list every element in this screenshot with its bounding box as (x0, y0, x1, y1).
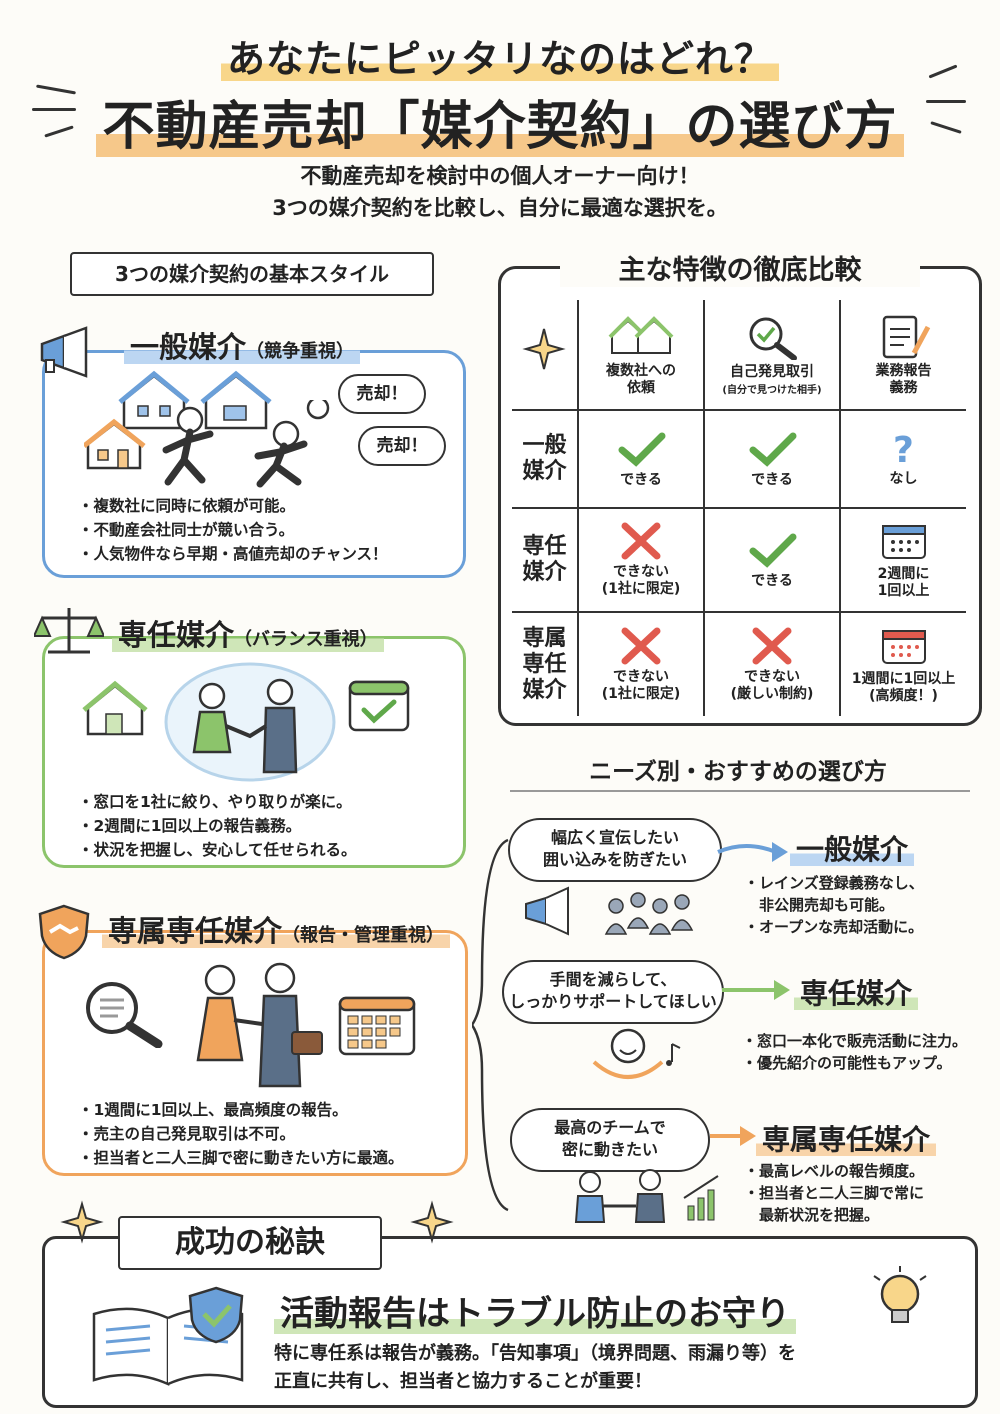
compare-row-dedicated: 専属 専任 媒介 できない (1社に限定) できない (厳しい制約) 1週間に1… (512, 611, 966, 716)
arrow-right-icon (717, 842, 788, 862)
compare-header-row: 複数社への 依頼 自己発見取引 (自分で見つけた相手) 業務報告 義務 (512, 300, 966, 411)
book-shield-icon (92, 1286, 244, 1386)
styles-ribbon: 3つの媒介契約の基本スタイル (70, 252, 434, 296)
cross-icon (621, 627, 661, 664)
need-result-2: 専任媒介 (794, 972, 919, 1012)
happy-person-icon (592, 1028, 681, 1079)
need-result-1: 一般媒介 (790, 828, 915, 868)
magnifier-check-icon (749, 317, 797, 361)
row-label: 専属 専任 媒介 (512, 611, 579, 716)
megaphone-crowd-icon (525, 886, 694, 936)
magnifier-icon (86, 982, 163, 1048)
row-label: 専任 媒介 (512, 507, 579, 613)
need-bubble-1: 幅広く宣伝したい 囲い込みを防ぎたい (508, 818, 722, 882)
handshake-dome-icon (164, 662, 336, 782)
exclusive-title: 専任媒介（バランス重視） (112, 612, 384, 654)
cell: 2週間に 1回以上 (839, 507, 966, 613)
general-title: 一般媒介（競争重視） (124, 324, 361, 366)
sparkle-icon (410, 1200, 454, 1244)
shout-bubble: 売却！ (338, 374, 426, 414)
check-icon (749, 533, 797, 568)
calendar-red-icon (881, 629, 926, 664)
exclusive-bullets: ・窓口を1社に絞り、やり取りが楽に。 ・2週間に1回以上の報告義務。 ・状況を把… (78, 793, 357, 859)
megaphone-icon (40, 326, 88, 378)
cell: 1週間に1回以上 (高頻度！) (839, 611, 966, 716)
check-icon (749, 432, 797, 467)
branch-bracket (472, 838, 509, 1212)
corner-cell (512, 300, 579, 411)
scale-icon (34, 608, 104, 654)
secret-headline: 活動報告はトラブル防止のお守り (274, 1286, 796, 1335)
title-line2: 不動産売却「媒介契約」の選び方 (0, 84, 1000, 159)
handshake-shield-icon (38, 904, 90, 960)
lightbulb-icon (873, 1266, 927, 1323)
secret-body: 特に専任系は報告が義務。「告知事項」（境界問題、雨漏り等）を 正直に共有し、担当… (274, 1343, 796, 1392)
shout-bubble: 売却！ (358, 426, 446, 466)
clipboard-pencil-icon (882, 315, 930, 358)
cell: できない (1社に限定) (577, 611, 705, 716)
compare-row-exclusive: 専任 媒介 できない (1社に限定) できる 2週間に 1回以上 (512, 507, 966, 613)
need-bubble-2: 手間を減らして、 しっかりサポートしてほしい (502, 960, 724, 1024)
deco-dash (32, 108, 76, 111)
compare-table: 複数社への 依頼 自己発見取引 (自分で見つけた相手) 業務報告 義務 一般 媒… (512, 300, 966, 716)
need-bubble-3: 最高のチームで 密に動きたい (510, 1108, 710, 1172)
dedicated-title: 専属専任媒介（報告・管理重視） (102, 908, 451, 950)
needs-underline (510, 790, 970, 792)
cell: できる (703, 409, 841, 509)
cross-icon (752, 627, 792, 664)
need-result-3: 専属専任媒介 (756, 1118, 937, 1158)
question-icon: ? (893, 429, 914, 471)
header-report: 業務報告 義務 (839, 300, 966, 411)
houses-green-icon (608, 315, 674, 354)
cell: ? なし (839, 409, 966, 509)
team-handshake-icon (574, 1169, 719, 1223)
cross-icon (621, 522, 661, 560)
intro-text: 不動産売却を検討中の個人オーナー向け！ 3つの媒介契約を比較し、自分に最適な選択… (272, 164, 728, 220)
compare-row-general: 一般 媒介 できる できる ? なし (512, 409, 966, 509)
need-bullets-1: ・レインズ登録義務なし、 非公開売却も可能。 ・オープンな売却活動に。 (744, 874, 924, 936)
check-icon (618, 432, 666, 467)
sparkle-icon (521, 328, 566, 369)
need-bullets-2: ・窓口一本化で販売活動に注力。 ・優先紹介の可能性もアップ。 (742, 1032, 968, 1072)
secret-ribbon: 成功の秘訣 (118, 1216, 382, 1270)
running-agents-icon (162, 400, 330, 488)
arrow-right-icon (710, 1126, 756, 1146)
need-bullets-3: ・最高レベルの報告頻度。 ・担当者と二人三脚で常に 最新状況を把握。 (744, 1162, 925, 1224)
deco-dash (926, 100, 966, 103)
general-bullets: ・複数社に同時に依頼が可能。 ・不動産会社同士が競い合う。 ・人気物件なら早期・… (78, 497, 388, 563)
cell: できない (1社に限定) (577, 507, 705, 613)
calendar-icon (338, 996, 416, 1056)
calendar-icon (881, 525, 926, 559)
arrow-right-icon (722, 980, 790, 1000)
row-label: 一般 媒介 (512, 409, 579, 509)
house-icon (82, 680, 148, 736)
header-self: 自己発見取引 (自分で見つけた相手) (703, 300, 841, 411)
compare-title: 主な特徴の徹底比較 (560, 248, 920, 287)
title-line1: あなたにピッタリなのはどれ？ (0, 28, 1000, 83)
cell: できる (577, 409, 705, 509)
needs-title: ニーズ別・おすすめの選び方 (589, 759, 887, 785)
calendar-check-icon (348, 680, 410, 732)
dedicated-bullets: ・1週間に1回以上、最高頻度の報告。 ・売主の自己発見取引は不可。 ・担当者と二… (78, 1101, 404, 1167)
couple-icon (196, 962, 323, 1088)
header-multi: 複数社への 依頼 (577, 300, 705, 411)
cell: できない (厳しい制約) (703, 611, 841, 716)
sparkle-icon (60, 1200, 104, 1244)
cell: できる (703, 507, 841, 613)
